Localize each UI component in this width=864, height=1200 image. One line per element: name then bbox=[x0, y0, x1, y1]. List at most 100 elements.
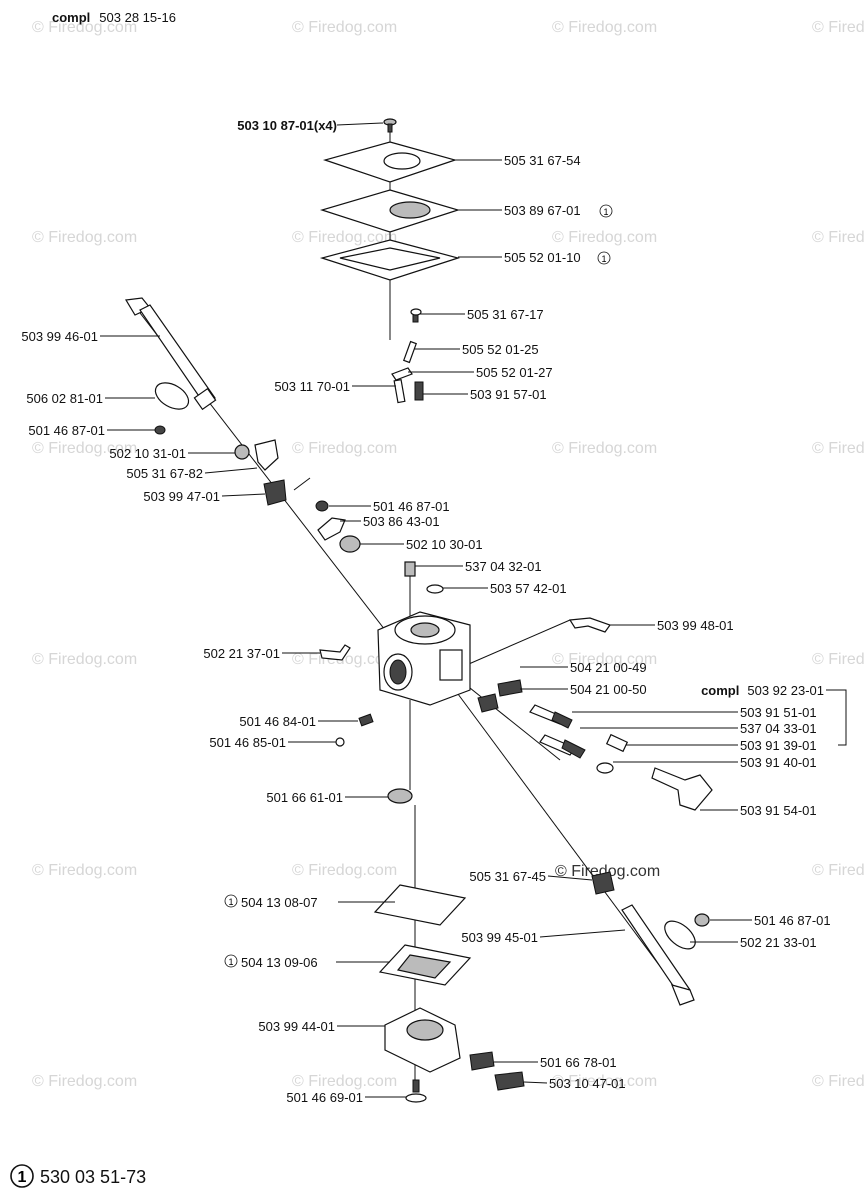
part-label: 502 21 37-01 bbox=[203, 646, 280, 661]
part-label: 502 10 30-01 bbox=[406, 537, 483, 552]
choke-spring bbox=[263, 479, 287, 506]
choke-lever bbox=[254, 439, 279, 471]
svg-text:1: 1 bbox=[603, 207, 608, 217]
part-label: 503 10 87-01(x4) bbox=[237, 118, 337, 133]
throttle-shaft bbox=[621, 904, 710, 1006]
part-label: 503 99 48-01 bbox=[657, 618, 734, 633]
fuel-inlet-fitting bbox=[568, 617, 611, 633]
carburetor-body bbox=[377, 611, 471, 706]
metering-gasket bbox=[378, 944, 472, 986]
part-label: 503 11 70-01 bbox=[274, 379, 350, 394]
pump-gasket bbox=[319, 239, 461, 281]
part-label: 505 31 67-17 bbox=[467, 307, 544, 322]
watermark: © Firedog.com bbox=[32, 862, 137, 879]
watermark: © Firedog.com bbox=[552, 229, 657, 246]
svg-text:1: 1 bbox=[228, 957, 233, 967]
watermark: © Firedog.com bbox=[552, 1073, 657, 1090]
part-label: 501 66 78-01 bbox=[540, 1055, 617, 1070]
circled-marker: 1 bbox=[597, 251, 611, 265]
part-label: 506 02 81-01 bbox=[26, 391, 103, 406]
watermark: © Firedog.com bbox=[32, 651, 137, 668]
choke-bushing bbox=[234, 444, 250, 460]
watermark: © Firedog.com bbox=[32, 19, 137, 36]
throttle-parts-upper bbox=[315, 500, 444, 594]
legend-number: 530 03 51-73 bbox=[40, 1167, 146, 1187]
part-label: 501 66 61-01 bbox=[266, 790, 343, 805]
part-label: 503 91 51-01 bbox=[740, 705, 817, 720]
pump-diaphragm bbox=[319, 189, 461, 233]
part-label: 503 99 45-01 bbox=[461, 930, 538, 945]
watermark: © Firedog.com bbox=[552, 19, 657, 36]
watermark: © Firedog.com bbox=[552, 651, 657, 668]
part-label: 505 52 01-27 bbox=[476, 365, 553, 380]
watermark: © Firedog.com bbox=[292, 1073, 397, 1090]
watermark: © Firedog.com bbox=[812, 651, 864, 668]
watermark: © Firedog.com bbox=[812, 229, 864, 246]
legend-circle bbox=[10, 1164, 34, 1188]
part-label: 503 10 47-01 bbox=[549, 1076, 626, 1091]
lower-spring-screw bbox=[469, 1051, 525, 1091]
part-label: 504 13 08-07 bbox=[241, 895, 318, 910]
kit-title-prefix: compl bbox=[52, 10, 90, 25]
adjustment-needles bbox=[477, 679, 629, 774]
part-label: 505 52 01-10 bbox=[504, 250, 581, 265]
part-label: 505 31 67-45 bbox=[469, 869, 546, 884]
kit-right-number: 503 92 23-01 bbox=[747, 683, 824, 698]
needle-valve-parts bbox=[391, 308, 424, 404]
kit-right-prefix: compl bbox=[701, 683, 739, 698]
part-label: 503 99 44-01 bbox=[258, 1019, 335, 1034]
part-label: 503 99 47-01 bbox=[143, 489, 220, 504]
throttle-spring bbox=[591, 871, 615, 895]
watermark: © Firedog.com bbox=[292, 19, 397, 36]
center-watermark: © Firedog.com bbox=[555, 863, 660, 880]
watermark: © Firedog.com bbox=[292, 440, 397, 457]
watermark: © Firedog.com bbox=[292, 651, 397, 668]
part-label: 505 52 01-25 bbox=[462, 342, 539, 357]
watermark: © Firedog.com bbox=[812, 1073, 864, 1090]
metering-cover bbox=[384, 1007, 461, 1073]
part-label: 501 46 84-01 bbox=[239, 714, 316, 729]
part-label: 501 46 87-01 bbox=[373, 499, 450, 514]
part-label: 503 89 67-01 bbox=[504, 203, 581, 218]
circled-marker: 1 bbox=[599, 204, 613, 218]
throttle-lever-right bbox=[651, 767, 713, 811]
pump-cover bbox=[322, 141, 458, 183]
part-label: 503 91 57-01 bbox=[470, 387, 547, 402]
watermark: © Firedog.com bbox=[32, 1073, 137, 1090]
watermark: © Firedog.com bbox=[812, 440, 864, 457]
pump-cover-screw bbox=[383, 118, 397, 133]
legend: 1 530 03 51-73 bbox=[10, 1164, 146, 1188]
plug-cap bbox=[387, 788, 413, 804]
part-label: 501 46 69-01 bbox=[286, 1090, 363, 1105]
part-label: 501 46 85-01 bbox=[209, 735, 286, 750]
choke-screw bbox=[154, 425, 166, 435]
watermark-grid: © Firedog.com © Firedog.com © Firedog.co… bbox=[32, 19, 864, 1090]
part-label: 504 21 00-49 bbox=[570, 660, 647, 675]
kit-title: compl 503 28 15-16 bbox=[52, 9, 176, 26]
leader-lines bbox=[100, 122, 847, 1098]
bottom-screw bbox=[405, 1079, 427, 1103]
watermark: © Firedog.com bbox=[552, 440, 657, 457]
watermark: © Firedog.com bbox=[812, 862, 864, 879]
metering-diaphragm bbox=[373, 884, 467, 926]
part-label: 501 46 87-01 bbox=[28, 423, 105, 438]
watermark: © Firedog.com bbox=[292, 229, 397, 246]
small-spring bbox=[335, 713, 374, 747]
part-label: 503 57 42-01 bbox=[490, 581, 567, 596]
part-label: 504 21 00-50 bbox=[570, 682, 647, 697]
part-label: 501 46 87-01 bbox=[754, 913, 831, 928]
kit-right-label: compl 503 92 23-01 bbox=[701, 682, 824, 699]
part-labels: 503 10 87-01(x4) 505 31 67-54 503 89 67-… bbox=[21, 118, 830, 1105]
part-label: 503 91 40-01 bbox=[740, 755, 817, 770]
choke-valve-plate bbox=[154, 382, 190, 410]
svg-text:1: 1 bbox=[601, 254, 606, 264]
circled-marker: 1 bbox=[224, 954, 238, 968]
part-label: 503 99 46-01 bbox=[21, 329, 98, 344]
legend-marker: 1 bbox=[18, 1169, 27, 1186]
watermark: © Firedog.com bbox=[812, 19, 864, 36]
part-label: 503 91 54-01 bbox=[740, 803, 817, 818]
watermark: © Firedog.com bbox=[32, 440, 137, 457]
part-label: 505 31 67-82 bbox=[126, 466, 203, 481]
choke-shaft bbox=[125, 297, 217, 411]
